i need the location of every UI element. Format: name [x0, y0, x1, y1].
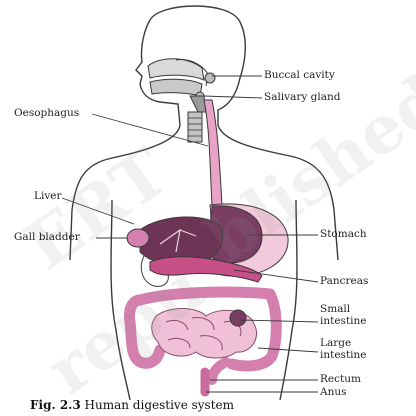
oesophagus-tube [187, 95, 223, 206]
leader-lines [61, 75, 319, 393]
label-gall-bladder: Gall bladder [14, 231, 80, 243]
buccal-region [147, 58, 216, 101]
label-rectum: Rectum [320, 373, 361, 385]
label-pancreas: Pancreas [320, 275, 369, 287]
label-salivary-gland: Salivary gland [264, 91, 341, 103]
appendix-coil [229, 309, 247, 327]
label-anus: Anus [320, 386, 347, 398]
large-intestine-organ [124, 286, 282, 397]
label-stomach: Stomach [320, 228, 367, 240]
label-small-intestine-2: intestine [320, 315, 367, 327]
figure-number: Fig. 2.3 [30, 398, 81, 412]
stomach-organ [200, 203, 289, 277]
pancreas-organ [140, 255, 263, 287]
figure-title: Human digestive system [84, 398, 235, 412]
label-large-intestine-2: intestine [320, 349, 367, 361]
gall-bladder-organ [126, 228, 150, 248]
label-large-intestine-1: Large [320, 337, 352, 349]
label-oesophagus: Oesophagus [14, 107, 80, 119]
label-small-intestine-1: Small [320, 303, 351, 315]
body-outline [69, 5, 339, 401]
label-buccal-cavity: Buccal cavity [264, 69, 335, 81]
figure-caption: Fig. 2.3 Human digestive system [30, 398, 234, 412]
label-liver: Liver [34, 190, 62, 202]
